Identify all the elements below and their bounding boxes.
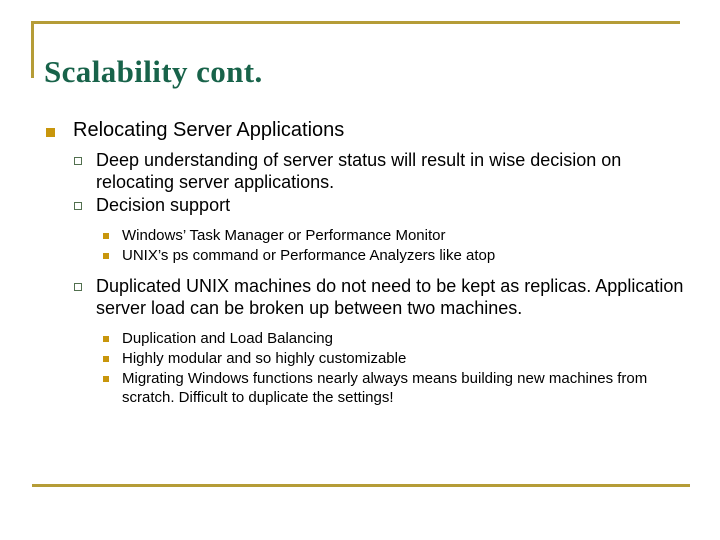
small-filled-square-bullet-icon [103, 253, 109, 259]
spacer [0, 217, 720, 226]
bottom-divider-rule [32, 484, 690, 487]
bullet-item-level1: Relocating Server Applications [0, 118, 720, 143]
top-divider-rule [31, 21, 680, 24]
spacer [0, 320, 720, 329]
bullet-text: Relocating Server Applications [73, 119, 345, 141]
bullet-item-level3: Migrating Windows functions nearly alway… [0, 369, 720, 407]
bullet-item-level2: Deep understanding of server status will… [0, 149, 720, 193]
left-accent-rule [31, 21, 34, 78]
hollow-square-bullet-icon [74, 157, 82, 165]
bullet-text: Duplicated UNIX machines do not need to … [96, 276, 684, 318]
small-filled-square-bullet-icon [103, 376, 109, 382]
slide-body: Relocating Server Applications Deep unde… [0, 118, 720, 408]
bullet-item-level2: Duplicated UNIX machines do not need to … [0, 275, 720, 319]
bullet-text: UNIX’s ps command or Performance Analyze… [122, 247, 496, 264]
bullet-item-level3: Windows’ Task Manager or Performance Mon… [0, 226, 720, 245]
filled-square-bullet-icon [46, 128, 55, 137]
bullet-item-level3: Highly modular and so highly customizabl… [0, 349, 720, 368]
bullet-item-level2: Decision support [0, 194, 720, 216]
hollow-square-bullet-icon [74, 283, 82, 291]
bullet-text: Windows’ Task Manager or Performance Mon… [122, 227, 446, 244]
small-filled-square-bullet-icon [103, 356, 109, 362]
small-filled-square-bullet-icon [103, 336, 109, 342]
hollow-square-bullet-icon [74, 202, 82, 210]
bullet-text: Deep understanding of server status will… [96, 150, 622, 192]
slide-title: Scalability cont. [44, 53, 263, 89]
bullet-item-level3: UNIX’s ps command or Performance Analyze… [0, 246, 720, 265]
bullet-text: Duplication and Load Balancing [122, 330, 333, 347]
bullet-text: Migrating Windows functions nearly alway… [122, 370, 648, 406]
bullet-text: Highly modular and so highly customizabl… [122, 350, 407, 367]
spacer [0, 266, 720, 275]
bullet-item-level3: Duplication and Load Balancing [0, 329, 720, 348]
bullet-text: Decision support [96, 195, 231, 215]
small-filled-square-bullet-icon [103, 233, 109, 239]
